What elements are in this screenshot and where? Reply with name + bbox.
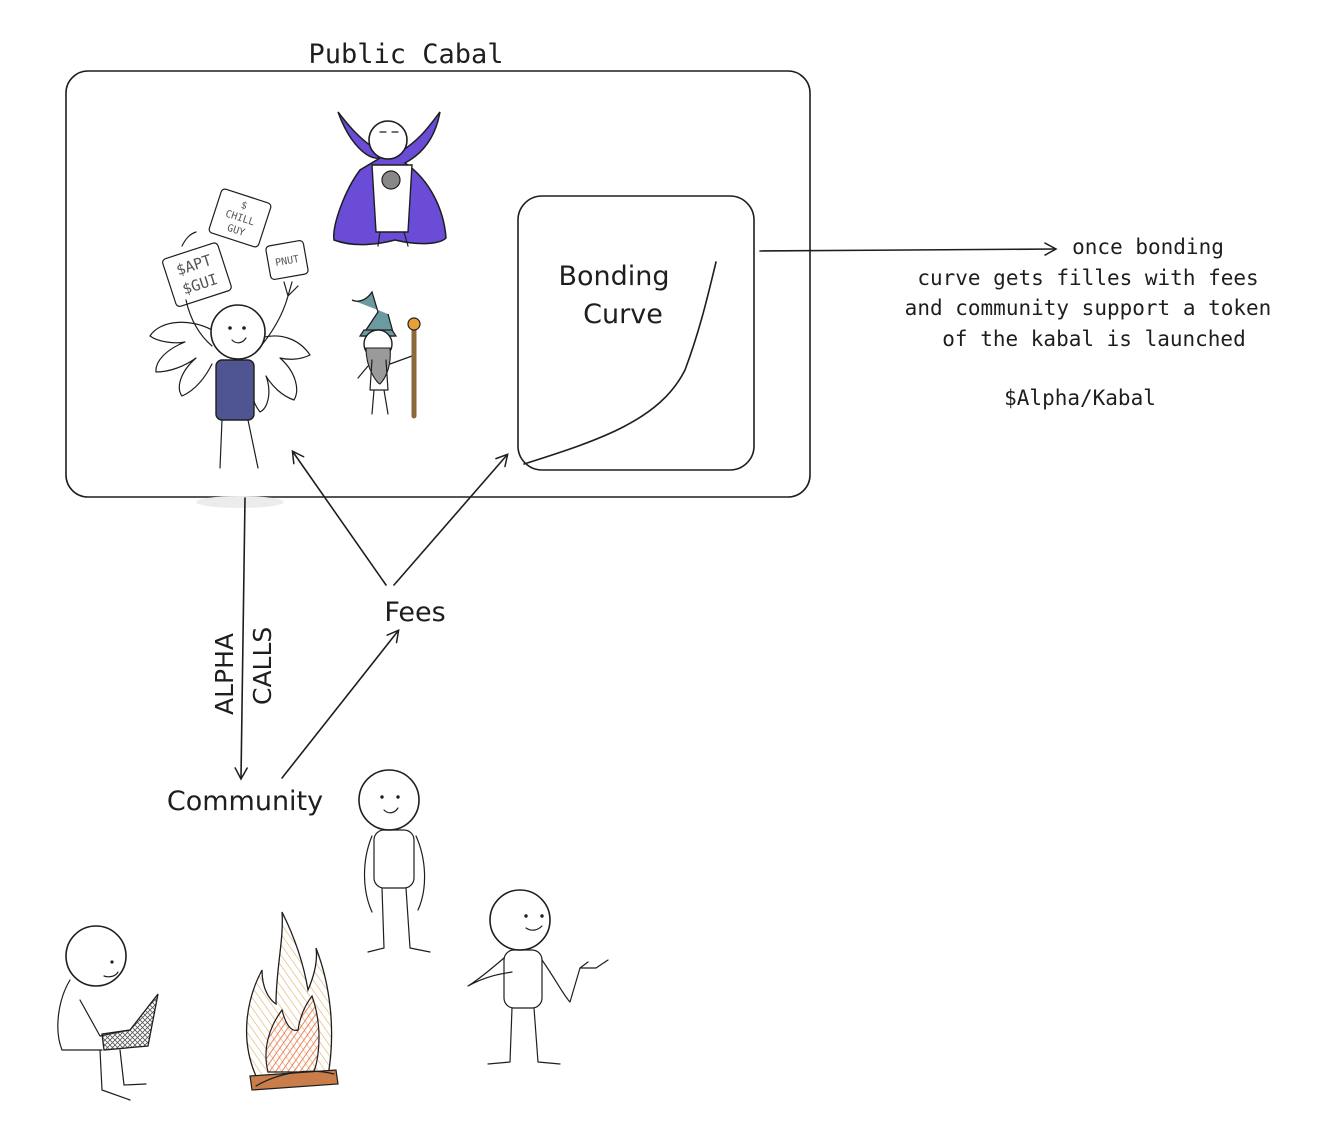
wizard-character	[351, 290, 421, 419]
standing-person-torso	[373, 829, 415, 889]
sign-chill-guy-line1: $	[239, 200, 248, 212]
fees-to-cabal-arrow	[291, 449, 387, 586]
campfire	[246, 911, 339, 1091]
laptop-person-body	[57, 979, 147, 1101]
shrugging-person-head	[489, 889, 551, 951]
angel-arms	[185, 281, 299, 353]
sign-apt-gui-box	[162, 242, 232, 307]
wizard-body	[357, 355, 413, 415]
bonding-curve-panel: Bonding Curve	[517, 195, 755, 471]
standing-person-smile	[383, 807, 399, 814]
sign-chill-guy-line3: GUY	[226, 223, 247, 239]
vampire-legs	[377, 231, 409, 247]
standing-person-eye-left	[380, 795, 384, 799]
wizard-beard	[365, 347, 391, 385]
angel-head	[210, 304, 266, 360]
angel-shadow	[196, 496, 284, 508]
laptop-person	[57, 925, 159, 1101]
angel-shirt	[215, 359, 255, 421]
wizard-staff-orb	[407, 317, 421, 331]
angel-smile	[231, 337, 247, 344]
laptop-person-eye	[110, 960, 114, 964]
fire-log-1	[249, 1069, 339, 1091]
shrugging-person-eye-right	[540, 914, 544, 918]
fees-to-bonding-curve-arrow	[393, 453, 509, 586]
skull-icon	[381, 170, 401, 190]
angel-left-wing	[149, 321, 213, 397]
angel-legs	[219, 419, 259, 469]
alpha-calls-label-line1: ALPHA	[210, 633, 239, 715]
note-line-1: once bonding	[1072, 235, 1224, 259]
juggle-motion-line	[181, 231, 197, 247]
laptop-person-smile	[103, 971, 119, 978]
fire-log-2	[255, 1070, 335, 1087]
standing-person-eye-right	[396, 795, 400, 799]
sign-pnut-label: PNUT	[274, 254, 300, 269]
sign-pnut: PNUT	[265, 239, 309, 281]
laptop-person-head	[65, 925, 127, 987]
shrugging-person-smile	[525, 925, 543, 931]
sign-pnut-box	[265, 239, 309, 281]
shrugging-person	[467, 889, 609, 1065]
shrugging-person-torso	[503, 949, 543, 1009]
alpha-calls-arrow	[234, 497, 248, 781]
standing-person-head	[358, 769, 420, 831]
standing-person-limbs	[363, 835, 431, 953]
angel-character	[149, 281, 311, 508]
diagram-title: Public Cabal	[308, 39, 503, 70]
wizard-hat	[351, 290, 395, 337]
sign-apt-gui: $APT $GUI	[162, 242, 232, 307]
bonding-curve-box	[517, 195, 755, 471]
note-line-2: curve gets filles with fees	[917, 266, 1258, 290]
angel-eye-left	[228, 326, 232, 330]
vampire-head	[368, 120, 408, 160]
launch-arrow	[759, 242, 1058, 256]
public-cabal-box	[65, 70, 811, 498]
vampire-character	[333, 111, 447, 247]
bonding-curve-label-line1: Bonding	[558, 261, 669, 292]
shrugging-person-limbs	[467, 957, 609, 1065]
community-label: Community	[167, 786, 323, 817]
launch-note: once bonding curve gets filles with fees…	[905, 235, 1272, 410]
sign-chill-guy-box	[208, 188, 272, 248]
bonding-curve-line	[523, 261, 717, 465]
angel-right-wing	[249, 335, 311, 413]
token-name: $Alpha/Kabal	[1004, 386, 1156, 410]
fees-label: Fees	[384, 597, 445, 628]
angel-eye-right	[242, 326, 246, 330]
standing-person	[358, 769, 431, 953]
sign-chill-guy: $ CHILL GUY	[208, 188, 272, 248]
alpha-calls-label-line2: CALLS	[248, 627, 277, 705]
bonding-curve-label-line2: Curve	[583, 299, 663, 330]
shrugging-person-eye-left	[524, 914, 528, 918]
community-to-fees-arrow	[281, 628, 400, 779]
note-line-3: and community support a token	[905, 296, 1272, 320]
note-line-4: of the kabal is launched	[942, 327, 1245, 351]
fire-inner-flame	[265, 994, 320, 1073]
laptop-icon	[101, 993, 159, 1051]
